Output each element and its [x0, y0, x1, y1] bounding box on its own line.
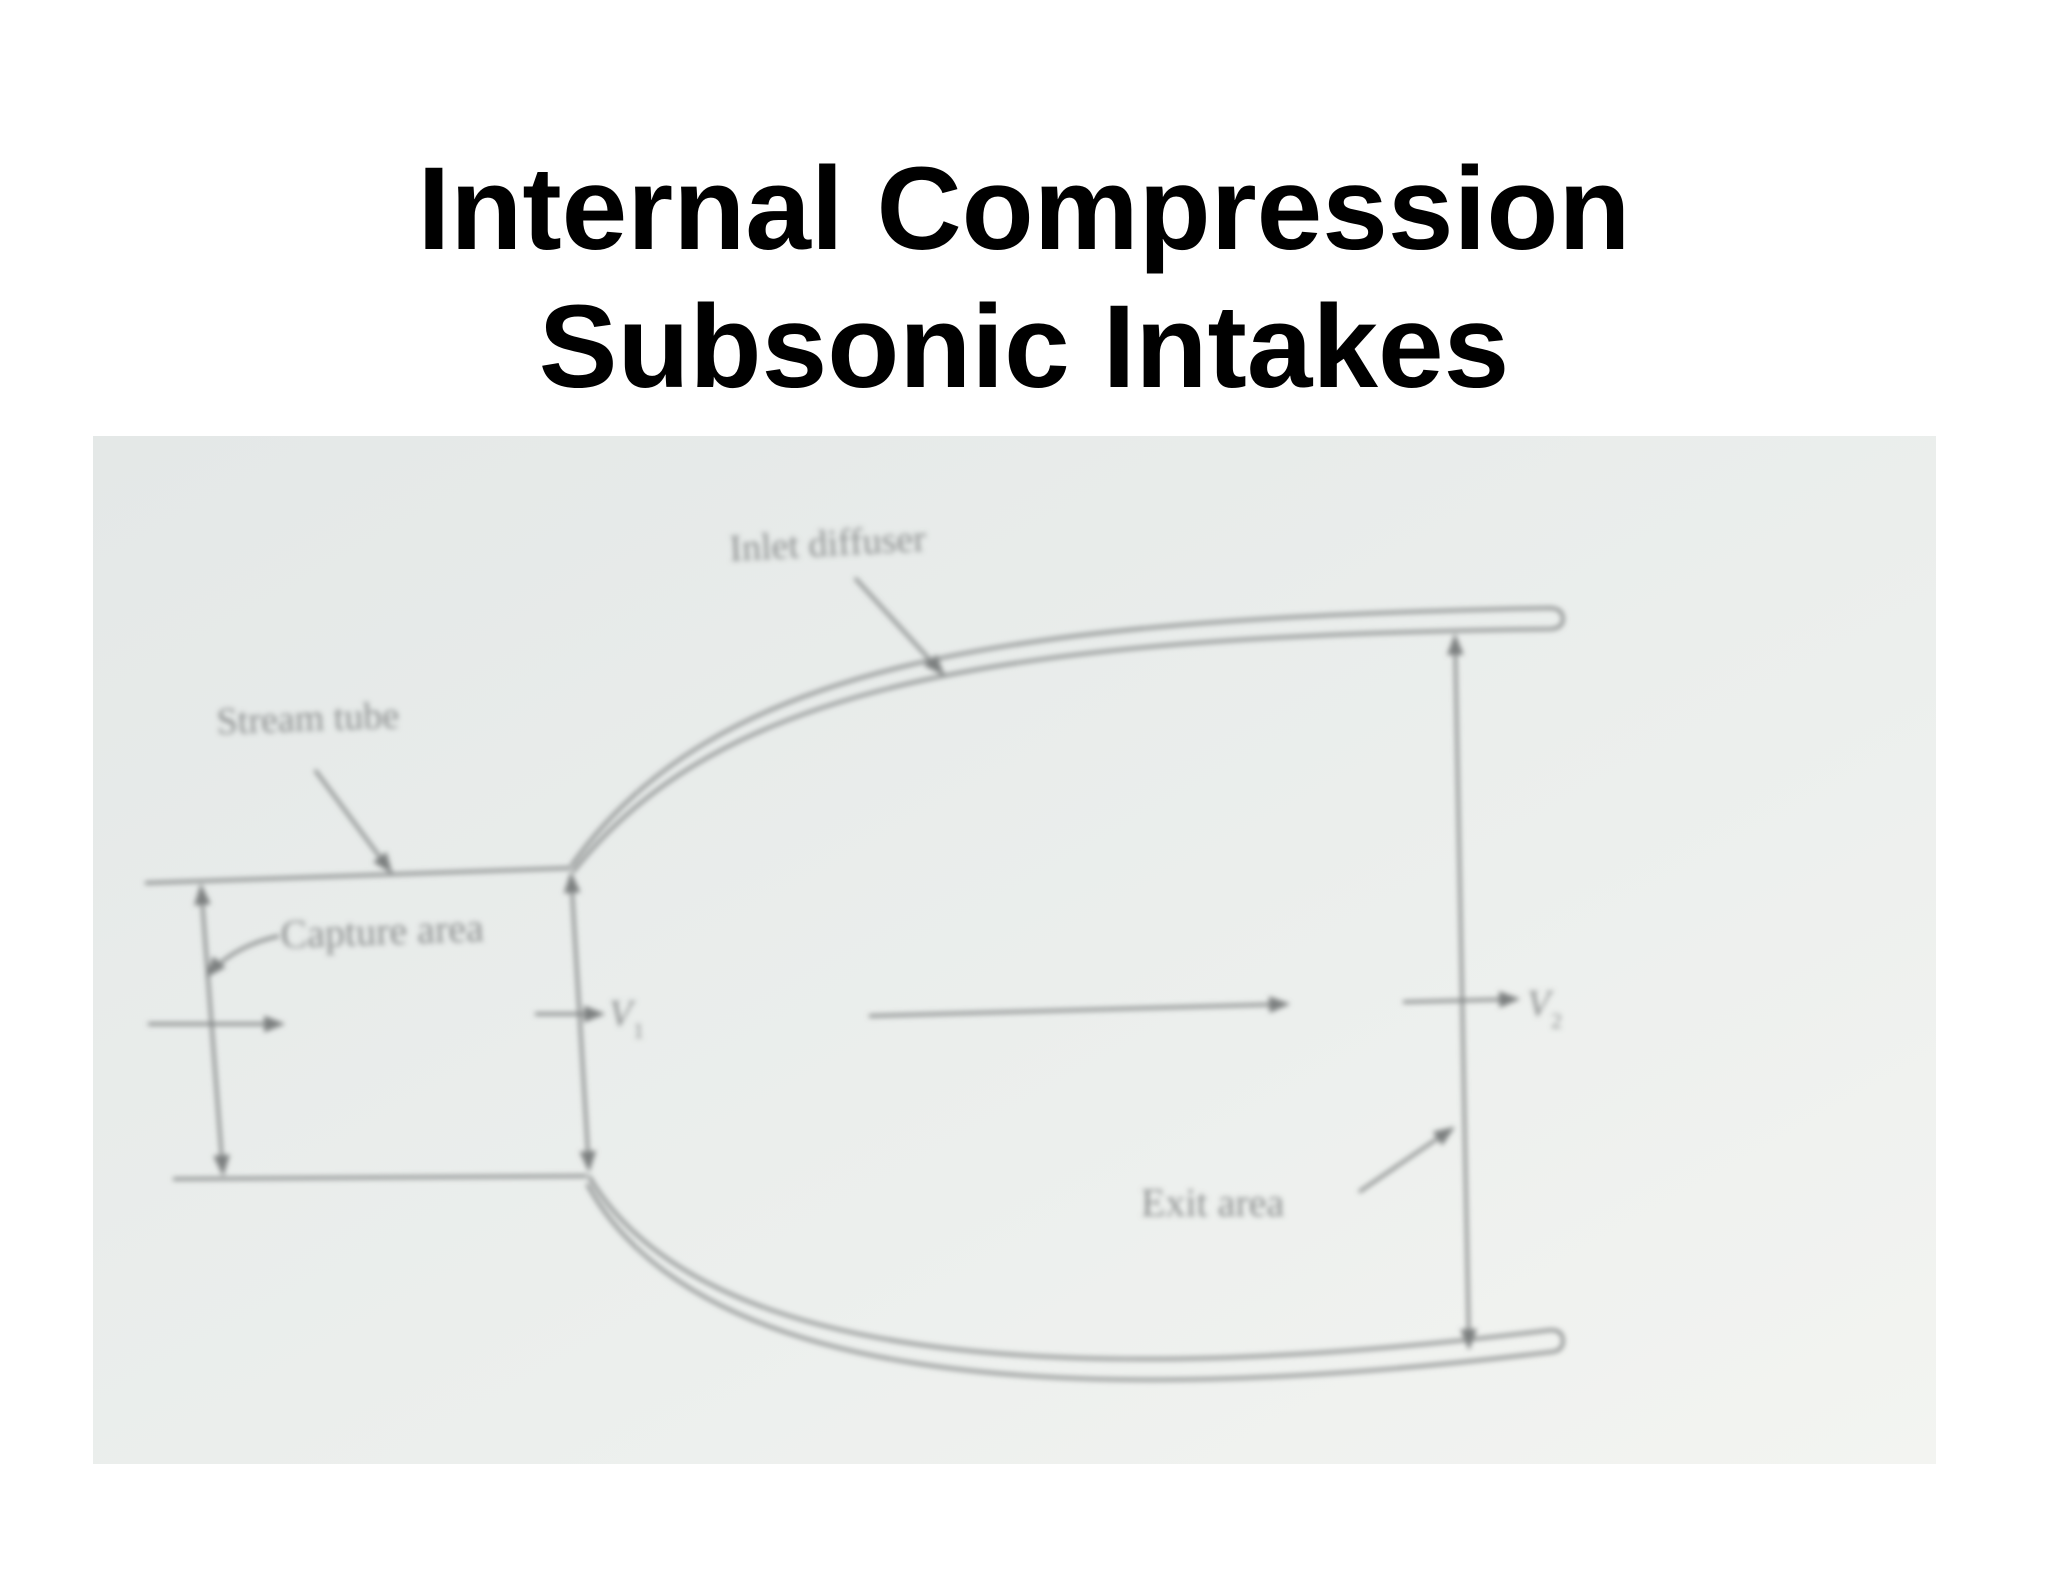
slide-title: Internal Compression Subsonic Intakes [0, 140, 2048, 416]
flow-arrow-v2 [1402, 991, 1521, 1008]
stream-tube-bottom [172, 1174, 588, 1181]
label-stream-tube: Stream tube [216, 695, 400, 743]
diagram-photo: Inlet diffuser Stream tube Capture area … [93, 436, 1936, 1464]
title-line-1: Internal Compression [417, 143, 1631, 275]
leader-stream-tube [313, 769, 393, 874]
lower-diffuser-wall-outer [587, 1175, 1565, 1361]
leader-capture-area [205, 934, 280, 978]
intake-diagram: Inlet diffuser Stream tube Capture area … [93, 436, 1936, 1464]
upper-diffuser-wall-inner [571, 618, 1565, 873]
title-line-2: Subsonic Intakes [538, 281, 1510, 413]
label-exit-area: Exit area [1141, 1180, 1284, 1225]
label-v2: V [1527, 983, 1554, 1025]
stream-tube-top [144, 866, 572, 885]
flow-arrow-core [868, 996, 1291, 1018]
label-v1: V [609, 993, 636, 1035]
leader-inlet-diffuser [853, 576, 945, 676]
leader-exit-area [1358, 1126, 1455, 1194]
label-inlet-diffuser: Inlet diffuser [728, 518, 927, 570]
label-capture-area: Capture area [280, 905, 485, 957]
lower-diffuser-wall-inner [585, 1183, 1565, 1382]
photo-background [93, 436, 1936, 1464]
label-v2-subscript: 2 [1551, 1008, 1562, 1033]
inlet-area-dimension [563, 871, 597, 1173]
exit-area-dimension [1446, 633, 1478, 1351]
capture-area-dimension [194, 883, 230, 1177]
upper-diffuser-wall-outer [569, 606, 1565, 867]
label-v1-subscript: 1 [633, 1018, 644, 1043]
